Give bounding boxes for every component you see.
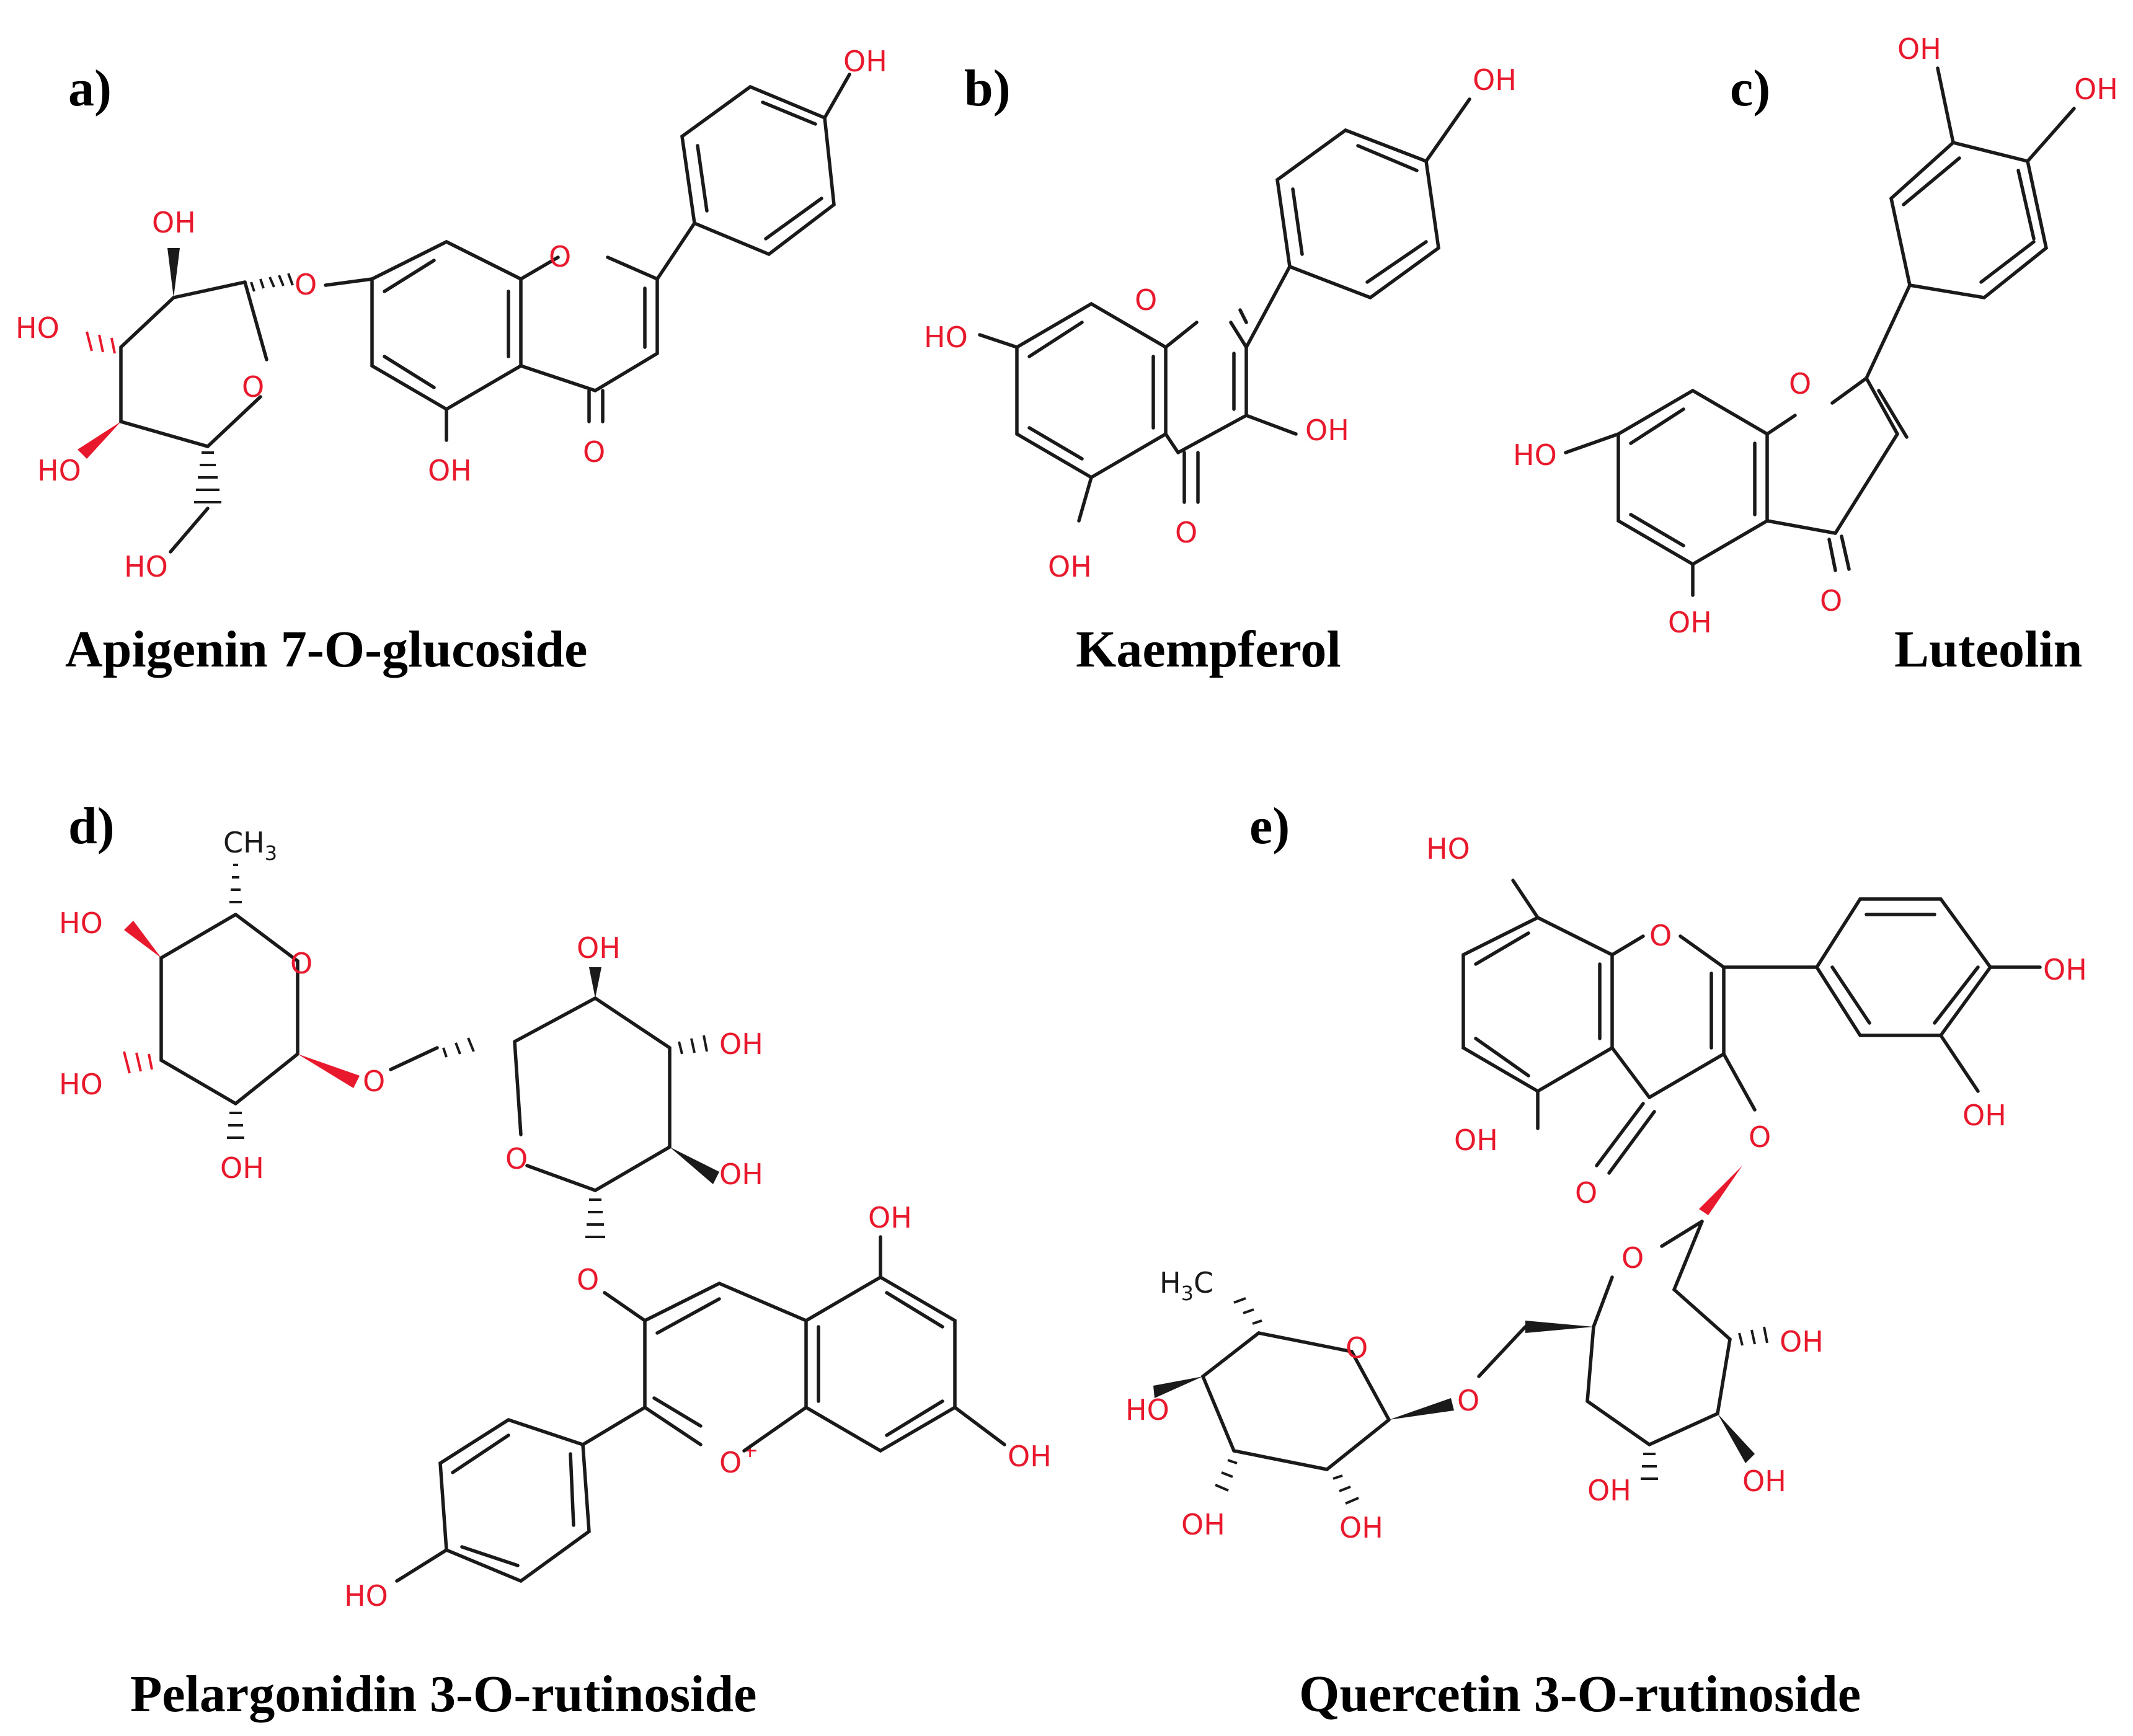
atom-oh-glc-4: OH bbox=[1587, 1474, 1631, 1507]
atom-oh-rha-2: OH bbox=[220, 1151, 264, 1185]
caption-e: Quercetin 3-O-rutinoside bbox=[1299, 1665, 1861, 1723]
panel-label-e: e) bbox=[1249, 797, 1290, 855]
atom-o-link-3: O bbox=[577, 1263, 599, 1296]
atom-o-carbonyl: O bbox=[1575, 1176, 1597, 1210]
panel-a: a) O bbox=[16, 45, 887, 678]
atom-oh-5: OH bbox=[868, 1201, 912, 1234]
atom-o-carbonyl: O bbox=[583, 435, 605, 469]
atom-oh-glc-3: OH bbox=[719, 1027, 763, 1061]
atom-oh-3p: OH bbox=[1962, 1099, 2007, 1132]
atom-o-plus: O+ bbox=[719, 1438, 758, 1479]
structure-apigenin-glucoside: O O OH OH O O OH HO HO bbox=[16, 45, 887, 583]
structure-quercetin-rutinoside: HO OH O O O OH OH bbox=[1125, 832, 2087, 1544]
atom-o-glc-ring: O bbox=[1621, 1241, 1644, 1275]
panel-label-b: b) bbox=[964, 60, 1011, 117]
atom-oh-5: OH bbox=[1668, 606, 1712, 639]
atom-oh-3p: OH bbox=[1897, 32, 1941, 66]
atom-oh-3: OH bbox=[1305, 414, 1349, 447]
atom-ch3-rha: CH3 bbox=[223, 826, 277, 865]
panel-label-c: c) bbox=[1730, 60, 1770, 117]
atom-oh-5: OH bbox=[1048, 550, 1092, 583]
atom-o-link-e: O bbox=[1457, 1384, 1479, 1417]
atom-oh-rha-2: OH bbox=[1339, 1511, 1383, 1544]
atom-ho-rha-4: HO bbox=[59, 906, 103, 940]
atom-ho-rha-4: HO bbox=[1125, 1393, 1169, 1427]
structure-luteolin: O O OH OH HO OH bbox=[1513, 32, 2118, 639]
panel-d: d) CH3 O HO HO OH O bbox=[59, 797, 1052, 1723]
atom-ho-glc-4: HO bbox=[37, 454, 81, 487]
atom-oh-rha-3: OH bbox=[1181, 1508, 1225, 1541]
atom-o-glyco: O bbox=[295, 268, 317, 301]
atom-oh-4p: OH bbox=[2074, 73, 2118, 106]
atom-o-carbonyl: O bbox=[1820, 584, 1842, 618]
atom-oh-5: OH bbox=[428, 454, 472, 487]
atom-oh-glc-4: OH bbox=[577, 931, 621, 965]
atom-ho-7: HO bbox=[1513, 438, 1557, 472]
atom-oh-glc-3: OH bbox=[1742, 1464, 1786, 1498]
structure-pelargonidin-rutinoside: CH3 O HO HO OH O O bbox=[59, 826, 1052, 1613]
atom-o-ring: O bbox=[1789, 367, 1811, 401]
caption-b: Kaempferol bbox=[1076, 621, 1341, 678]
panel-b: b) O O OH OH bbox=[924, 60, 1517, 678]
panel-label-a: a) bbox=[68, 60, 112, 117]
atom-oh-glc-2: OH bbox=[1780, 1325, 1824, 1358]
atom-o-glucose-ring: O bbox=[242, 370, 264, 404]
atom-o-ring: O bbox=[1135, 283, 1157, 317]
atom-o-ring: O bbox=[1649, 919, 1672, 952]
panel-e: e) HO OH O O O bbox=[1125, 797, 2087, 1723]
atom-oh-glc-2: OH bbox=[719, 1158, 763, 1191]
caption-c: Luteolin bbox=[1894, 621, 2082, 678]
atom-ho-glc-6: HO bbox=[124, 550, 168, 583]
atom-oh-4p: OH bbox=[843, 45, 887, 78]
atom-oh-7: OH bbox=[1008, 1440, 1052, 1473]
structure-kaempferol: O O OH OH HO OH bbox=[924, 63, 1517, 583]
atom-o-carbonyl: O bbox=[1175, 516, 1197, 549]
caption-a: Apigenin 7-O-glucoside bbox=[65, 621, 587, 678]
caption-d: Pelargonidin 3-O-rutinoside bbox=[130, 1665, 756, 1723]
atom-ho-4p: HO bbox=[344, 1579, 388, 1613]
atom-oh-5: OH bbox=[1454, 1123, 1498, 1157]
atom-oh-4p: OH bbox=[2043, 953, 2087, 986]
atom-o-link-3: O bbox=[1749, 1120, 1771, 1154]
atom-o-ring: O bbox=[549, 240, 571, 273]
atom-o-rha-ring: O bbox=[290, 947, 313, 980]
atom-h3c-rha: H3C bbox=[1160, 1266, 1213, 1305]
atom-ho-7: HO bbox=[1426, 832, 1470, 866]
atom-o-link-d: O bbox=[363, 1065, 385, 1098]
atom-ho-7: HO bbox=[924, 321, 968, 354]
atom-ho-glc-3: HO bbox=[16, 311, 60, 345]
atom-ho-rha-3: HO bbox=[59, 1068, 103, 1101]
atom-oh-glc-2: OH bbox=[152, 206, 196, 239]
panel-c: c) O O OH OH HO bbox=[1513, 32, 2118, 678]
atom-o-rha-ring: O bbox=[1346, 1331, 1368, 1365]
atom-oh-4p: OH bbox=[1473, 63, 1517, 97]
atom-o-glc-ring: O bbox=[505, 1142, 528, 1176]
panel-label-d: d) bbox=[68, 797, 115, 855]
